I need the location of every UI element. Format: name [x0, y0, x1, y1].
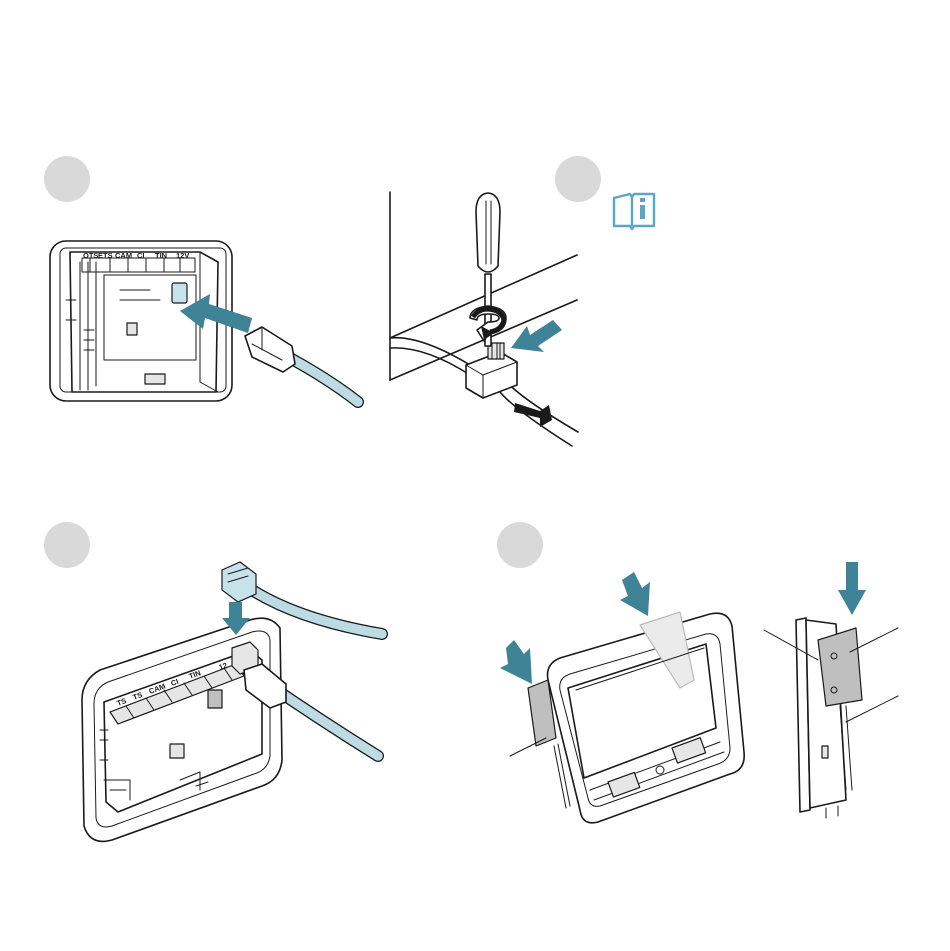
terminal-label-12v: 12V	[176, 251, 189, 260]
panel-4-side	[764, 562, 898, 818]
push-arrow-icon	[620, 572, 650, 616]
panel-2	[390, 156, 654, 446]
terminal-label-cam: CAM	[115, 251, 132, 260]
book-info-icon	[614, 194, 654, 229]
terminal-label-ets: ETS	[98, 251, 113, 260]
step-circle-4	[497, 522, 543, 568]
step-circle-1	[44, 156, 90, 202]
panel-3: TS TS CAM CI TIN 12	[44, 522, 382, 841]
socket	[172, 283, 187, 303]
panel-4	[497, 522, 744, 823]
terminal-label-ci: CI	[137, 251, 145, 260]
connector-plug	[222, 562, 256, 602]
bracket-side	[818, 628, 862, 706]
plug	[245, 327, 295, 372]
terminal-label-ots: OTS	[83, 251, 98, 260]
push-arrow-icon	[500, 640, 532, 684]
terminal-label-tin: TIN	[155, 251, 167, 260]
panel-1: OTS ETS CAM CI TIN 12V	[44, 156, 358, 402]
pull-arrow-icon	[514, 403, 552, 427]
step-circle-2	[555, 156, 601, 202]
wires	[390, 338, 470, 375]
step-circle-3	[44, 522, 90, 568]
leader-line	[510, 738, 546, 756]
screwdriver-handle	[476, 193, 500, 272]
push-arrow-icon	[838, 562, 866, 615]
